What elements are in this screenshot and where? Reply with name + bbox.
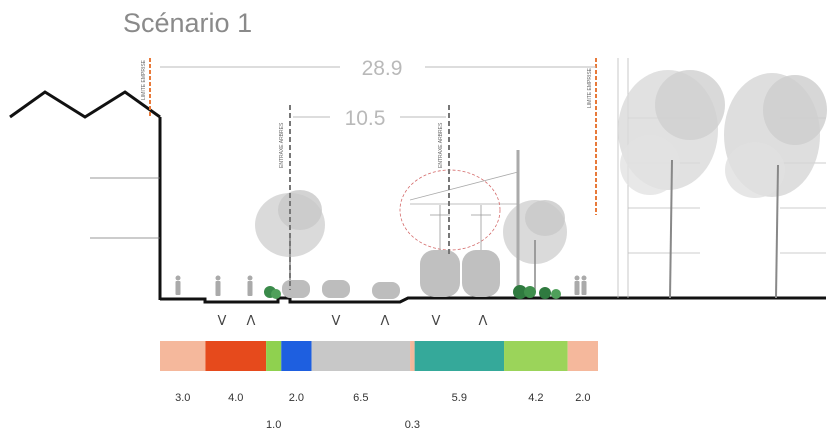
tree-right	[503, 200, 567, 292]
ground-profile	[160, 296, 598, 304]
direction-arrow-4: Λ	[381, 314, 390, 329]
segment-2	[205, 341, 267, 371]
segment-6	[410, 341, 415, 371]
segment-7	[414, 341, 505, 371]
pedestrian-1	[175, 275, 181, 295]
segment-4	[281, 341, 312, 371]
segment-width-label-1: 3.0	[175, 392, 190, 404]
segment-8	[504, 341, 568, 371]
segment-bar	[160, 341, 598, 371]
scenario-title: Scénario 1	[123, 8, 253, 38]
pedestrian-2	[215, 275, 221, 296]
pedestrian-3	[247, 275, 253, 296]
arbres-label-left: ENTRAXE ARBRES	[279, 122, 285, 168]
segment-width-label-4: 2.0	[289, 392, 304, 404]
segment-5	[311, 341, 411, 371]
direction-arrow-6: Λ	[479, 314, 488, 329]
segment-width-label-8: 4.2	[528, 392, 543, 404]
segment-1	[160, 341, 206, 371]
segment-width-label-6: 0.3	[405, 419, 420, 429]
segment-width-label-9: 2.0	[575, 392, 590, 404]
emprise-label-right: LIMITE EMPRISE	[587, 67, 593, 108]
pedestrian-4	[574, 275, 587, 295]
tram-left	[420, 205, 460, 297]
emprise-label-left: LIMITE EMPRISE	[141, 59, 147, 100]
large-tree-1	[618, 70, 725, 299]
segment-labels: 3.0 4.0 1.0 2.0 6.5 0.3 5.9 4.2 2.0	[175, 392, 590, 429]
direction-arrow-5: V	[432, 314, 441, 329]
segment-width-label-2: 4.0	[228, 392, 243, 404]
segment-3	[266, 341, 282, 371]
direction-arrow-2: Λ	[247, 314, 256, 329]
large-tree-2	[724, 73, 827, 299]
catenary-pole	[409, 150, 520, 296]
total-width-value: 28.9	[362, 57, 403, 80]
arbres-label-right: ENTRAXE ARBRES	[438, 122, 444, 168]
direction-arrow-1: V	[218, 314, 227, 329]
segment-width-label-3: 1.0	[266, 419, 281, 429]
tram-right	[462, 205, 500, 297]
car-1	[282, 280, 310, 298]
direction-arrow-3: V	[332, 314, 341, 329]
car-2	[322, 280, 350, 298]
segment-9	[567, 341, 598, 371]
shrub-left	[264, 286, 281, 299]
car-3	[372, 282, 400, 299]
shrub-right	[513, 285, 561, 299]
segment-width-label-7: 5.9	[452, 392, 467, 404]
inner-width-value: 10.5	[345, 107, 386, 130]
segment-width-label-5: 6.5	[353, 392, 368, 404]
left-building-roof	[9, 90, 161, 119]
